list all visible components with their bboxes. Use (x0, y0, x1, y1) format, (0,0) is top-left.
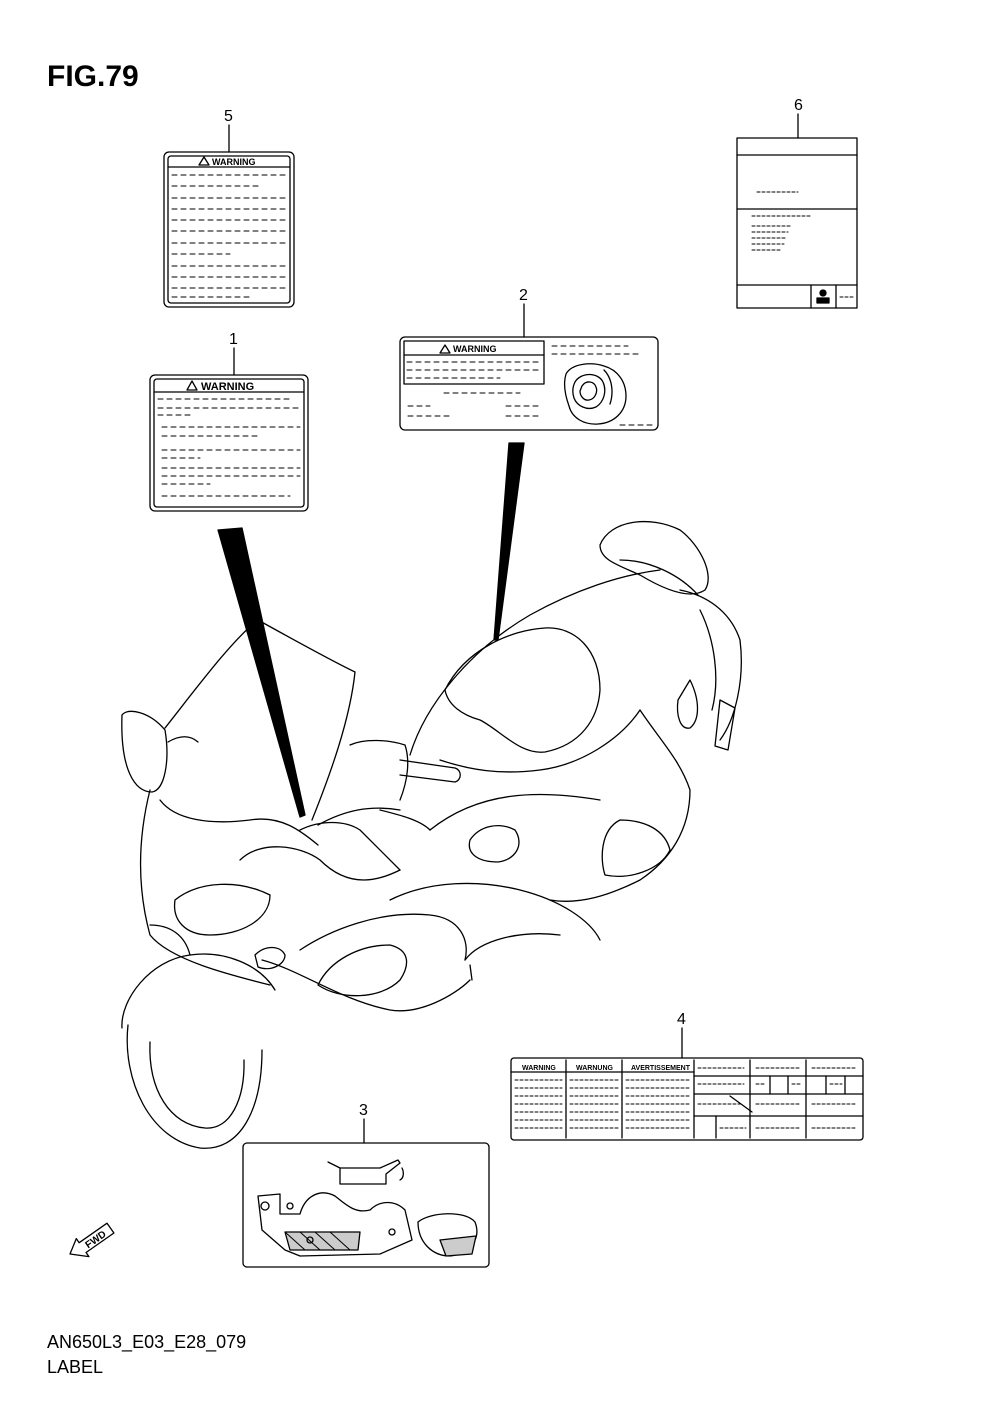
label-4-warning-de: WARNUNG (576, 1065, 613, 1072)
left-mirror (121, 710, 168, 793)
callout-2: 2 (519, 287, 528, 304)
helmet-lock-icon (563, 363, 627, 425)
figure-title: FIG.79 (47, 60, 139, 93)
callout-3: 3 (359, 1102, 368, 1119)
oil-can-icon (327, 1159, 404, 1185)
seat (444, 627, 601, 753)
warning-label-4: WARNING WARNUNG AVERTISSEMENT (510, 1057, 864, 1141)
diagram-code: AN650L3_E03_E28_079 (47, 1332, 247, 1352)
person-icon (816, 289, 830, 304)
warning-triangle-icon (186, 380, 198, 391)
backrest (599, 520, 709, 595)
label-4-warning-en: WARNING (522, 1065, 556, 1072)
callout-4: 4 (677, 1011, 686, 1028)
callout-6: 6 (794, 97, 803, 114)
pointer-wedge-2 (493, 442, 525, 641)
label-5-warning-heading: WARNING (212, 157, 256, 167)
scooter-outline (121, 520, 742, 1149)
forward-arrow-icon: FWD (69, 1222, 115, 1258)
warning-label-2: WARNING (399, 336, 659, 431)
label-2-warning-heading: WARNING (453, 344, 497, 354)
callout-1: 1 (229, 331, 238, 348)
warning-label-1: WARNING (149, 374, 309, 512)
warning-label-5: WARNING (163, 151, 295, 308)
diagram-caption: LABEL (47, 1357, 104, 1377)
label-1-warning-heading: WARNING (201, 381, 254, 393)
info-label-6 (736, 137, 858, 309)
warning-triangle-icon (198, 156, 210, 166)
warning-triangle-icon (439, 344, 451, 354)
front-wheel (126, 1024, 263, 1149)
handlebar (317, 807, 401, 826)
pointer-wedge-1 (217, 527, 306, 818)
callout-5: 5 (224, 108, 233, 125)
label-4-warning-fr: AVERTISSEMENT (631, 1065, 691, 1072)
oil-label-3 (242, 1142, 490, 1268)
windscreen (164, 619, 356, 821)
engine-diagram (257, 1192, 478, 1257)
